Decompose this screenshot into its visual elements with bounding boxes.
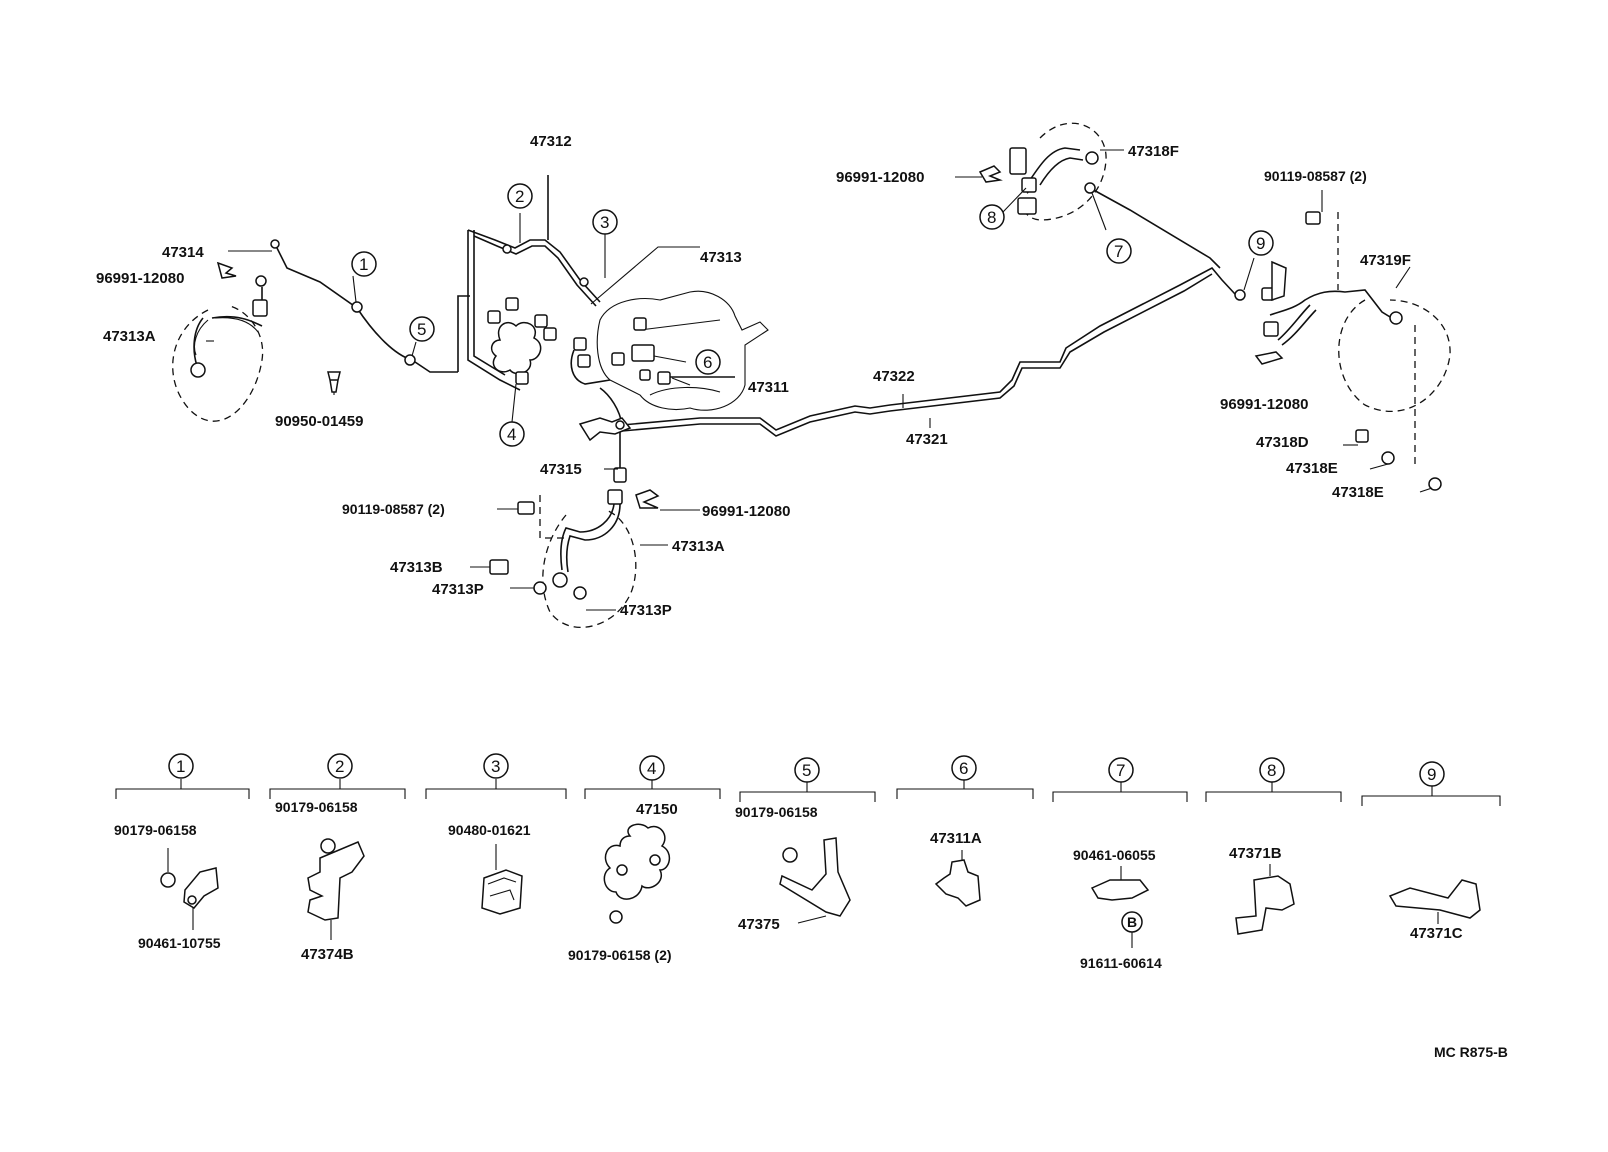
detail-7-part-a: 90461-06055 [1073, 847, 1156, 863]
label-47318e-a: 47318E [1286, 460, 1338, 477]
front-left-brake-assembly [172, 261, 268, 422]
detail-index-6: 6 [959, 759, 968, 778]
front-right-brake-assembly [539, 432, 660, 628]
detail-5-part-a: 90179-06158 [735, 804, 818, 820]
detail-index-8: 8 [1267, 761, 1276, 780]
label-47313p-b: 47313P [620, 602, 672, 619]
rear-right-brake-assembly [1254, 211, 1451, 491]
detail-1-part-b: 90461-10755 [138, 935, 221, 951]
rear-hose-assembly-top [978, 122, 1107, 221]
label-47314: 47314 [162, 244, 204, 261]
detail-1-part-a: 90179-06158 [114, 822, 197, 838]
label-47321: 47321 [906, 431, 948, 448]
label-96991-top: 96991-12080 [836, 169, 924, 186]
index-circles-main: 1 2 3 4 5 6 7 8 9 [351, 183, 1274, 447]
detail-7-part-b: 91611-60614 [1080, 955, 1162, 971]
label-47318e-b: 47318E [1332, 484, 1384, 501]
index-1: 1 [359, 255, 368, 274]
detail-index-9: 9 [1427, 765, 1436, 784]
index-3: 3 [600, 213, 609, 232]
detail-4-part-b: 90179-06158 (2) [568, 947, 672, 963]
index-7: 7 [1114, 242, 1123, 261]
callout-leader-lines [206, 149, 1433, 611]
label-90950-01459: 90950-01459 [275, 413, 363, 430]
label-90119-mid: 90119-08587 (2) [342, 501, 445, 517]
detail-index-2: 2 [335, 757, 344, 776]
detail-3-part-a: 90480-01621 [448, 822, 531, 838]
label-47313a-mid: 47313A [672, 538, 725, 555]
index-2: 2 [515, 187, 524, 206]
detail-7-badge-b: B [1127, 914, 1137, 930]
label-90119-right: 90119-08587 (2) [1264, 168, 1367, 184]
detail-2-part-a: 90179-06158 [275, 799, 358, 815]
misc-fasteners [327, 371, 547, 595]
detail-4-part-a: 47150 [636, 801, 678, 818]
label-96991-mid: 96991-12080 [702, 503, 790, 520]
index-6: 6 [703, 353, 712, 372]
label-47313b: 47313B [390, 559, 443, 576]
label-47313a-left: 47313A [103, 328, 156, 345]
index-9: 9 [1256, 234, 1265, 253]
detail-index-5: 5 [802, 761, 811, 780]
detail-row: 1 2 3 4 5 6 7 8 9 90179-06158 90461-1075… [114, 753, 1501, 971]
detail-index-3: 3 [491, 757, 500, 776]
label-47318d: 47318D [1256, 434, 1309, 451]
label-47311: 47311 [748, 379, 789, 396]
callout-labels: 47312 47313 47314 96991-12080 47313A 909… [96, 133, 1411, 619]
detail-index-1: 1 [176, 757, 185, 776]
detail-index-7: 7 [1116, 761, 1125, 780]
label-47322: 47322 [873, 368, 915, 385]
label-47313: 47313 [700, 249, 742, 266]
detail-index-4: 4 [647, 759, 656, 778]
label-47319f: 47319F [1360, 252, 1411, 269]
index-4: 4 [507, 425, 516, 444]
detail-2-part-b: 47374B [301, 946, 354, 963]
detail-6-part-a: 47311A [930, 830, 982, 847]
label-47313p-a: 47313P [432, 581, 484, 598]
label-96991-right: 96991-12080 [1220, 396, 1308, 413]
index-5: 5 [417, 320, 426, 339]
label-47318f: 47318F [1128, 143, 1179, 160]
figure-code: MC R875-B [1434, 1044, 1508, 1060]
label-47315: 47315 [540, 461, 582, 478]
label-47312: 47312 [530, 133, 572, 150]
brake-tube-network [270, 175, 1246, 437]
detail-9-part-a: 47371C [1410, 925, 1463, 942]
label-96991-left: 96991-12080 [96, 270, 184, 287]
master-cylinder-assembly [487, 290, 769, 442]
index-8: 8 [987, 208, 996, 227]
detail-8-part-a: 47371B [1229, 845, 1282, 862]
detail-5-part-b: 47375 [738, 916, 780, 933]
